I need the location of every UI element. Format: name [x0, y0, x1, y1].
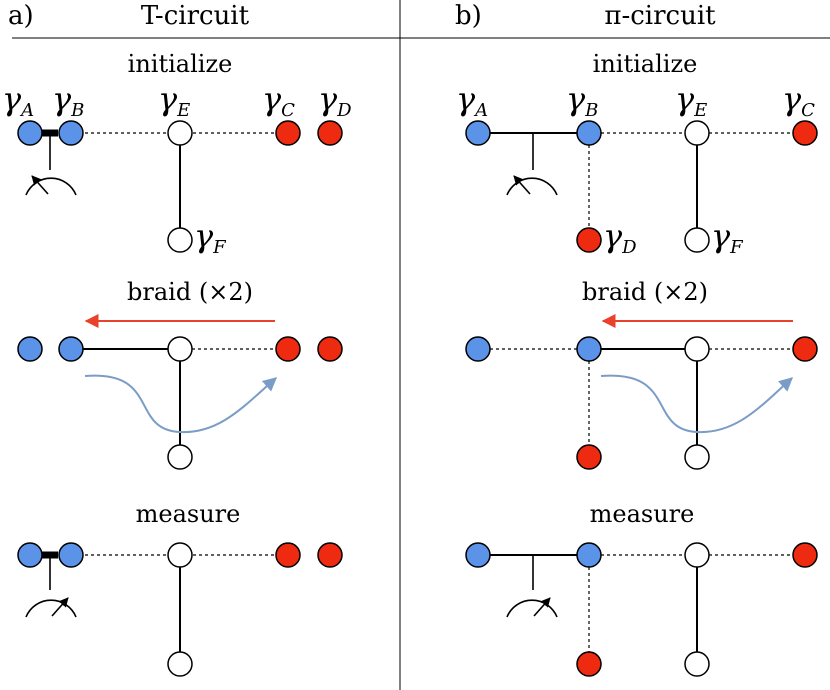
- node-gamma-a: [17, 120, 43, 146]
- panel-b-braid: braid (×2): [465, 278, 818, 470]
- label-gamma-e: γE: [675, 80, 707, 121]
- node-gamma-a: [17, 336, 43, 362]
- node-gamma-d: [576, 444, 602, 470]
- node-gamma-e: [167, 542, 193, 568]
- node-gamma-e: [167, 120, 193, 146]
- node-gamma-e: [684, 542, 710, 568]
- stage-label-initialize: initialize: [593, 50, 698, 78]
- panel-a-title: T-circuit: [141, 1, 250, 31]
- panel-b-title: π-circuit: [604, 1, 716, 31]
- node-gamma-d: [317, 542, 343, 568]
- node-gamma-e: [684, 336, 710, 362]
- meter-icon: [506, 175, 558, 196]
- node-gamma-c: [792, 120, 818, 146]
- node-gamma-f: [167, 444, 193, 470]
- label-gamma-d: γD: [318, 80, 352, 121]
- node-gamma-f: [167, 227, 193, 253]
- node-gamma-b: [576, 120, 602, 146]
- node-gamma-c: [275, 336, 301, 362]
- label-gamma-e: γE: [158, 80, 190, 121]
- panel-b-measure: measure: [465, 500, 818, 677]
- node-gamma-d: [317, 336, 343, 362]
- node-gamma-d: [576, 227, 602, 253]
- panel-b: initialize γA γB γE γC γD γF bra: [456, 50, 818, 677]
- label-gamma-c: γC: [782, 80, 815, 121]
- braid-blue-path: [600, 374, 794, 434]
- node-gamma-c: [275, 542, 301, 568]
- panel-a-braid: braid (×2): [17, 278, 343, 470]
- node-gamma-b: [58, 336, 84, 362]
- stage-label-braid: braid (×2): [127, 278, 253, 306]
- stage-label-measure: measure: [136, 500, 241, 528]
- braid-blue-path: [84, 374, 278, 434]
- meter-icon: [25, 175, 77, 196]
- node-gamma-e: [684, 120, 710, 146]
- node-gamma-a: [465, 542, 491, 568]
- node-gamma-e: [167, 336, 193, 362]
- node-gamma-c: [275, 120, 301, 146]
- panel-a: initialize γA γB γE γC γD γF braid (×2): [2, 50, 352, 677]
- label-gamma-c: γC: [262, 80, 295, 121]
- panel-a-measure: measure: [17, 500, 343, 677]
- node-gamma-f: [684, 227, 710, 253]
- panel-b-letter: b): [455, 1, 482, 31]
- stage-label-measure: measure: [590, 500, 695, 528]
- node-gamma-a: [17, 542, 43, 568]
- node-gamma-f: [684, 444, 710, 470]
- meter-icon: [25, 597, 77, 618]
- node-gamma-c: [792, 336, 818, 362]
- label-gamma-a: γA: [2, 80, 34, 121]
- stage-label-initialize: initialize: [128, 50, 233, 78]
- panel-a-initialize: initialize γA γB γE γC γD γF: [2, 50, 352, 258]
- node-gamma-a: [465, 336, 491, 362]
- node-gamma-f: [684, 651, 710, 677]
- node-gamma-f: [167, 651, 193, 677]
- label-gamma-b: γB: [566, 80, 598, 121]
- node-gamma-b: [576, 336, 602, 362]
- panel-b-initialize: initialize γA γB γE γC γD γF: [456, 50, 818, 258]
- stage-label-braid: braid (×2): [582, 278, 708, 306]
- label-gamma-b: γB: [52, 80, 84, 121]
- label-gamma-a: γA: [456, 80, 488, 121]
- label-gamma-d: γD: [603, 217, 637, 258]
- label-gamma-f: γF: [711, 217, 744, 258]
- panel-a-letter: a): [8, 1, 34, 31]
- meter-icon: [506, 597, 558, 618]
- node-gamma-d: [576, 651, 602, 677]
- node-gamma-d: [317, 120, 343, 146]
- node-gamma-b: [58, 120, 84, 146]
- node-gamma-b: [576, 542, 602, 568]
- label-gamma-f: γF: [194, 217, 227, 258]
- node-gamma-a: [465, 120, 491, 146]
- node-gamma-c: [792, 542, 818, 568]
- node-gamma-b: [58, 542, 84, 568]
